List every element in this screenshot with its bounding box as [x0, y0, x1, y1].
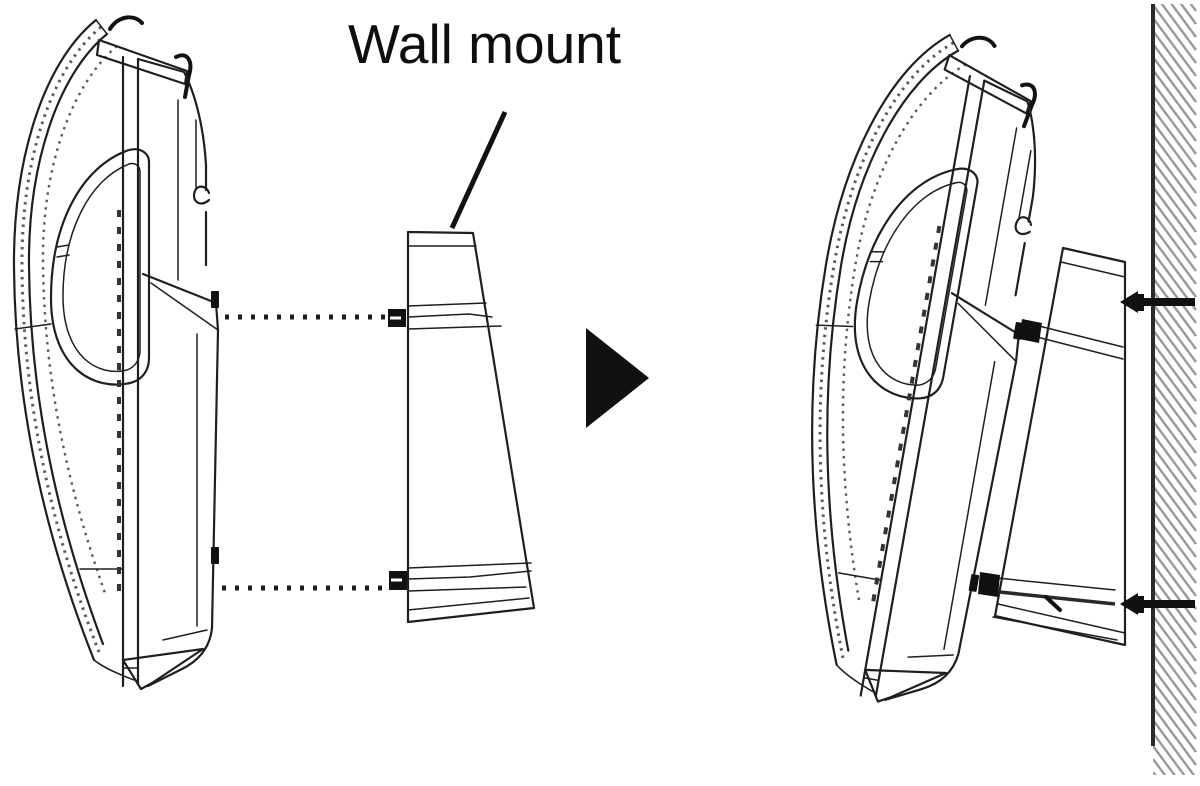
bracket-upper-tab — [388, 302, 502, 330]
mounted-bracket — [978, 246, 1127, 647]
wall-mount-bracket — [388, 230, 536, 624]
screw-bottom — [1120, 593, 1195, 615]
bracket-lower-tab — [389, 562, 532, 592]
phone-standing — [11, 15, 221, 692]
label-leader-line — [449, 110, 508, 230]
mounted-upper-tab — [1019, 319, 1124, 360]
screw-top — [1120, 291, 1195, 313]
next-step-arrow-icon — [586, 328, 649, 428]
wall-mount-label: Wall mount — [348, 13, 621, 75]
mounted-lower-tab — [978, 572, 1118, 641]
wall — [1151, 4, 1197, 775]
wall-hatch — [1153, 4, 1197, 775]
alignment-guides — [222, 314, 386, 591]
